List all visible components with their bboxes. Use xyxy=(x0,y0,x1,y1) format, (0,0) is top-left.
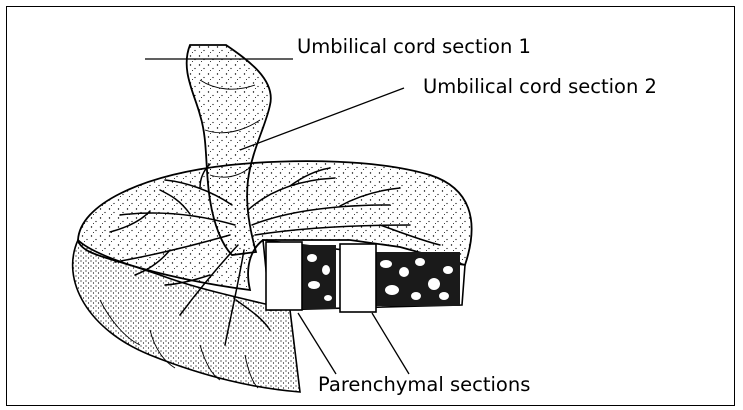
label-parenchymal-sections: Parenchymal sections xyxy=(318,373,530,396)
parenchymal-block-2 xyxy=(340,244,376,312)
label-umbilical-cord-section-1: Umbilical cord section 1 xyxy=(297,35,531,58)
parenchymal-block-1 xyxy=(266,242,302,310)
label-umbilical-cord-section-2: Umbilical cord section 2 xyxy=(423,75,657,98)
